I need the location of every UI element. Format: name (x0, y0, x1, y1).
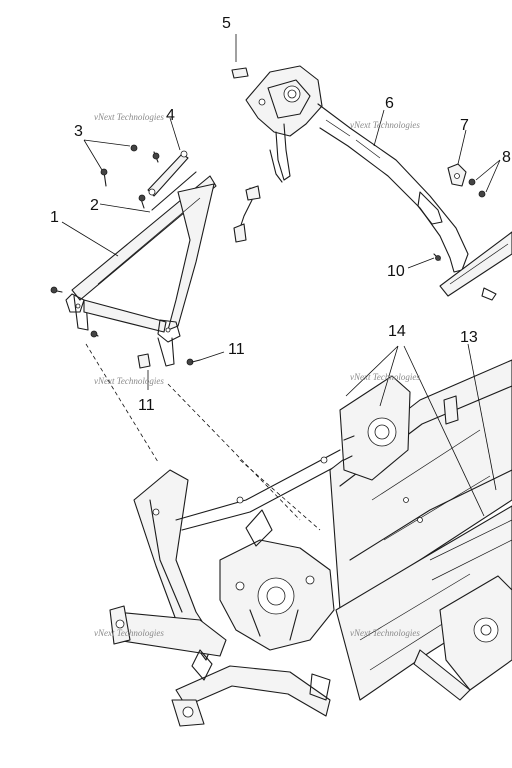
part-11-bolts (137, 353, 201, 369)
callout-3: 3 (74, 123, 83, 140)
watermark-text: vNext Technologies (350, 372, 420, 382)
part-1-front-frame (50, 175, 217, 367)
callout-8: 8 (502, 149, 511, 166)
harness-lead (233, 185, 261, 243)
watermark-text: vNext Technologies (94, 628, 164, 638)
watermark-text: vNext Technologies (94, 376, 164, 386)
part-3-bolts (100, 144, 160, 209)
callout-4: 4 (166, 107, 175, 124)
watermark-text: vNext Technologies (94, 112, 164, 122)
part-5-pad (231, 67, 249, 79)
callout-6: 6 (385, 95, 394, 112)
callout-5: 5 (222, 15, 231, 32)
part-6-steering-support (245, 65, 469, 273)
part-4-sensor (147, 150, 189, 197)
watermark-text: vNext Technologies (350, 628, 420, 638)
part-10-bolt (433, 253, 441, 261)
callout-11: 11 (228, 341, 245, 358)
callout-11: 11 (138, 397, 155, 414)
part-8-nuts (468, 178, 486, 198)
callout-1: 1 (50, 209, 59, 226)
callout-14: 14 (388, 323, 406, 340)
callout-13: 13 (460, 329, 478, 346)
callout-10: 10 (387, 263, 405, 280)
callout-2: 2 (90, 197, 99, 214)
leader-lines (61, 34, 501, 531)
part-7-clip (447, 163, 467, 187)
callout-7: 7 (460, 117, 469, 134)
watermark-text: vNext Technologies (350, 120, 420, 130)
watermarks: vNext Technologies vNext Technologies vN… (94, 112, 420, 638)
slide-rail-fragment (439, 231, 512, 301)
callout-labels: 5 6 7 8 4 3 2 1 10 11 11 14 13 (50, 15, 511, 414)
main-chassis-frame (109, 359, 512, 727)
